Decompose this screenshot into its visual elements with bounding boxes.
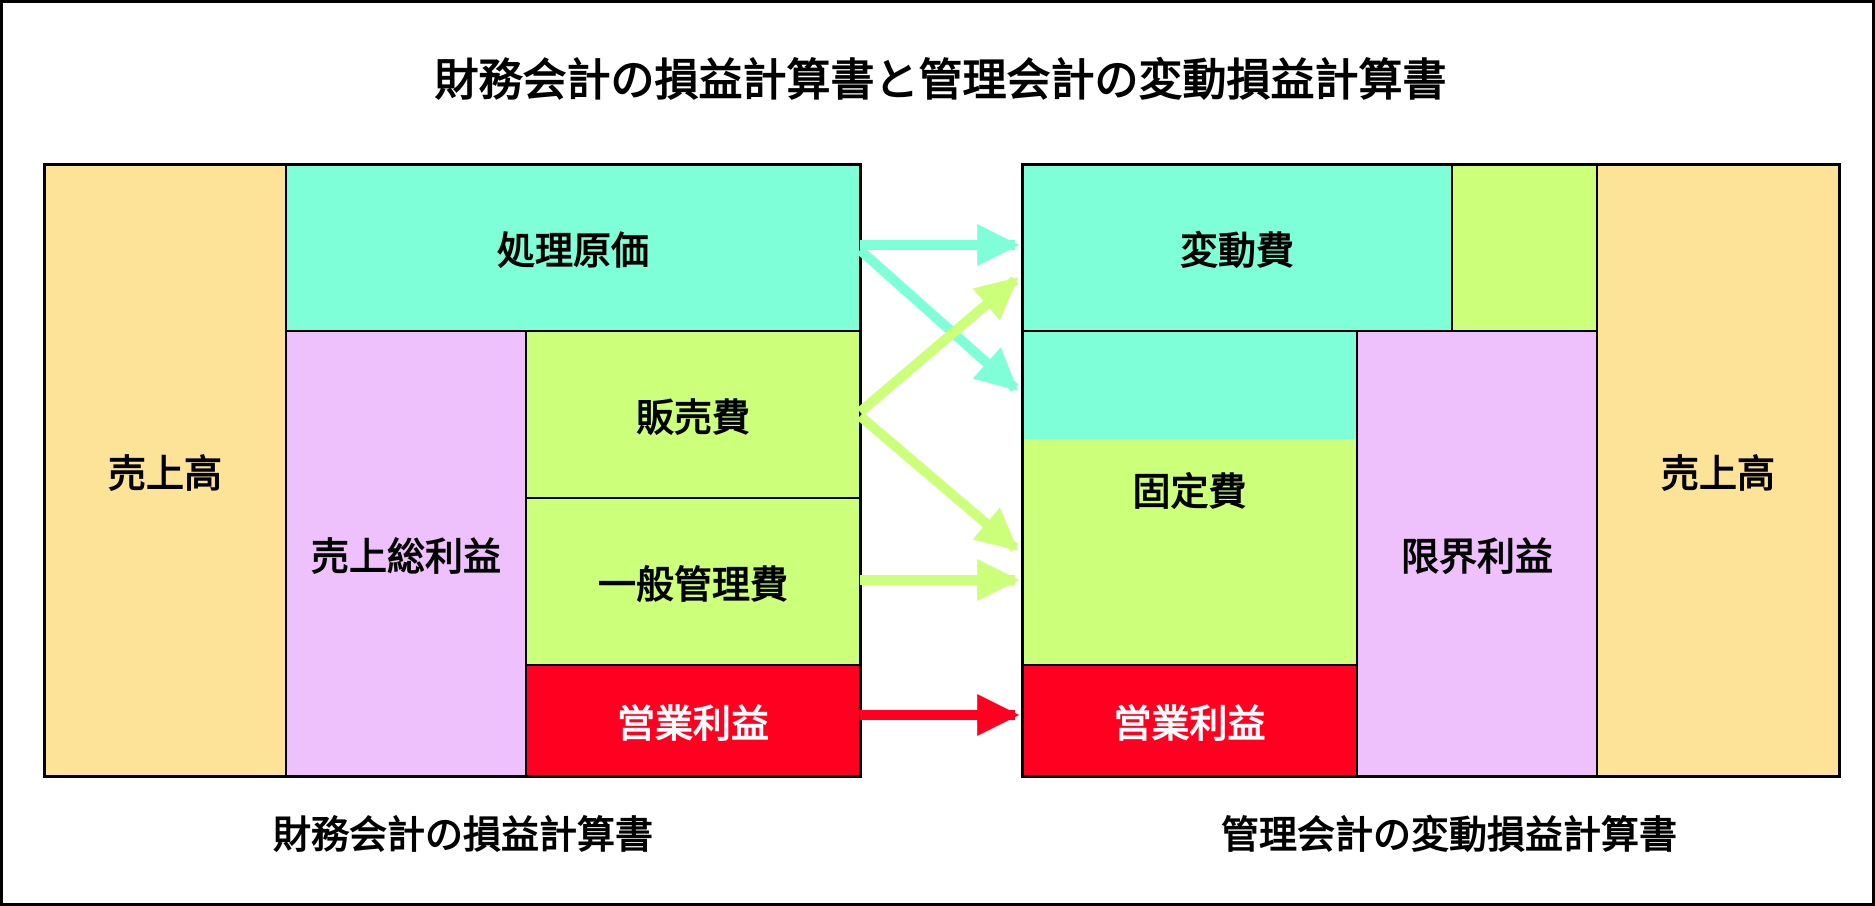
left-sales-label: 売上高 [107, 451, 222, 496]
left-admin-expenses-label: 一般管理費 [597, 563, 788, 607]
left-selling-expenses-block: 販売費 [526, 331, 860, 498]
right-fixed-cost-variable-portion [1022, 331, 1357, 439]
right-fixed-cost-label: 固定費 [1132, 470, 1247, 514]
right-sales-label: 売上高 [1660, 451, 1775, 496]
right-marginal-profit-label: 限界利益 [1400, 535, 1553, 579]
left-cost-of-sales-block: 処理原価 [286, 164, 860, 331]
left-sales-block: 売上高 [44, 164, 286, 776]
left-caption: 財務会計の損益計算書 [272, 813, 653, 857]
left-gross-profit-block: 売上総利益 [286, 331, 526, 776]
page-title: 財務会計の損益計算書と管理会計の変動損益計算書 [434, 55, 1447, 106]
left-operating-profit-block: 営業利益 [526, 665, 860, 776]
right-variable-cost-block: 変動費 [1022, 164, 1452, 331]
right-caption: 管理会計の変動損益計算書 [1220, 813, 1677, 857]
left-operating-profit-label: 営業利益 [616, 702, 769, 746]
left-cost-of-sales-label: 処理原価 [496, 229, 649, 273]
left-admin-expenses-block: 一般管理費 [526, 498, 860, 665]
right-variable-cost-label: 変動費 [1179, 229, 1294, 273]
right-variable-cost-margin-block [1452, 164, 1597, 331]
right-fixed-cost-block: 固定費 [1022, 439, 1357, 665]
right-operating-profit-block: 営業利益 [1022, 665, 1357, 776]
left-gross-profit-label: 売上総利益 [310, 535, 501, 579]
left-selling-expenses-label: 販売費 [635, 396, 750, 440]
right-sales-block: 売上高 [1597, 164, 1839, 776]
right-marginal-profit-block: 限界利益 [1357, 331, 1597, 776]
right-operating-profit-label: 営業利益 [1113, 702, 1266, 746]
